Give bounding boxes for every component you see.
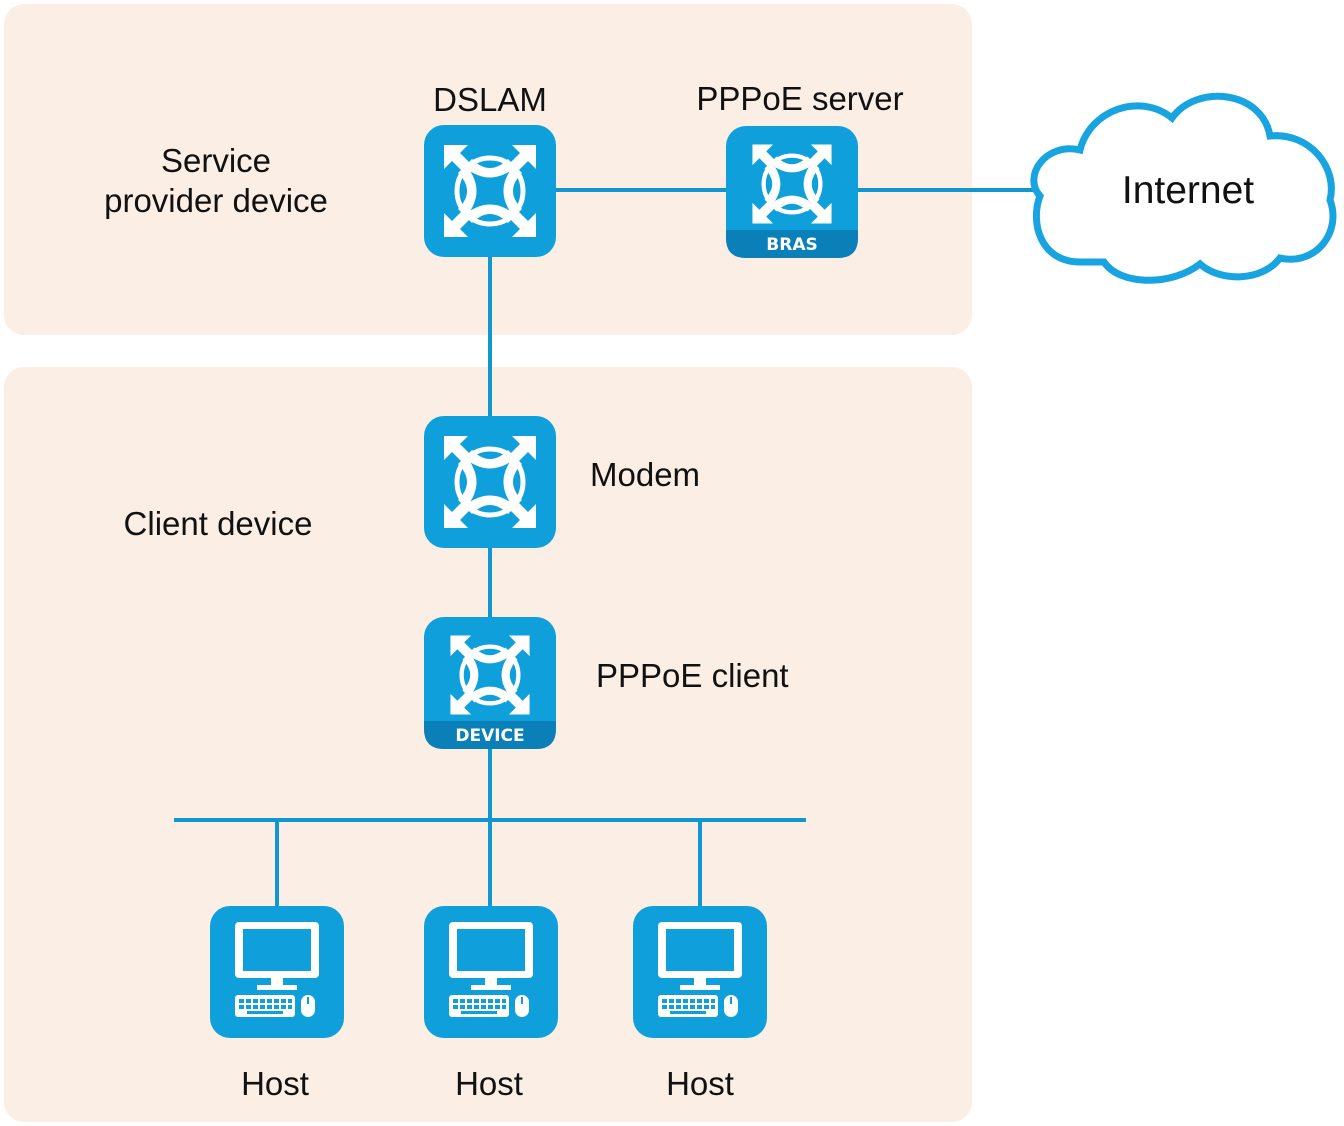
pppoe-client-label: PPPoE client <box>596 657 789 694</box>
computer-icon <box>657 921 743 1018</box>
computer-icon <box>448 921 534 1018</box>
client-region-label: Client device <box>124 505 313 542</box>
bras-badge-band <box>726 230 858 258</box>
host-2-label: Host <box>455 1065 523 1102</box>
device-badge-label: DEVICE <box>455 726 524 746</box>
pppoe-server-device[interactable]: BRAS <box>726 126 858 258</box>
host-1[interactable] <box>210 906 344 1038</box>
modem-label: Modem <box>590 456 700 493</box>
host-3-label: Host <box>666 1065 734 1102</box>
cloud-icon <box>1030 92 1337 284</box>
dslam-label: DSLAM <box>433 81 547 118</box>
host-1-label: Host <box>241 1065 309 1102</box>
host-3[interactable] <box>633 906 767 1038</box>
pppoe-client-device[interactable]: DEVICE <box>424 617 556 749</box>
host-2[interactable] <box>424 906 558 1038</box>
internet-label: Internet <box>1122 169 1254 212</box>
computer-icon <box>234 921 320 1018</box>
bras-badge-label: BRAS <box>766 235 817 255</box>
device-badge-band <box>424 721 556 749</box>
internet-cloud[interactable]: Internet <box>1030 92 1337 284</box>
provider-region-label-line1: Service <box>161 142 271 179</box>
pppoe-server-label: PPPoE server <box>696 80 903 117</box>
provider-region-label-line2: provider device <box>104 182 328 219</box>
dslam-device[interactable] <box>424 125 556 257</box>
modem-device[interactable] <box>424 416 556 548</box>
